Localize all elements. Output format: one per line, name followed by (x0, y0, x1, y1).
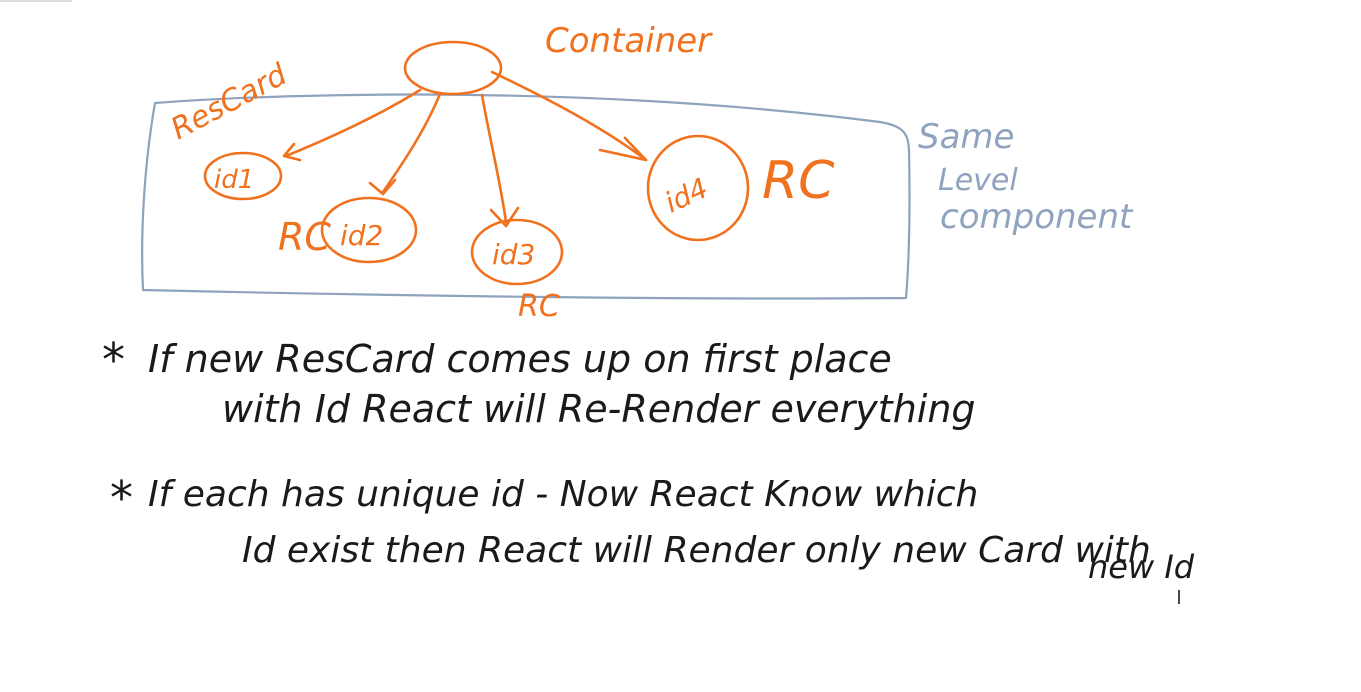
node-id1-circle (203, 151, 283, 201)
edge-container-id1 (282, 88, 422, 162)
node-id2-circle (320, 196, 418, 264)
node-id3-tag: RC (518, 289, 560, 324)
container-label: Container (545, 21, 713, 61)
note-1-line-2: with Id React will Re-Render everything (222, 387, 976, 431)
container-node (403, 40, 503, 96)
note-2-bullet: * (110, 471, 133, 525)
edge-container-id4 (490, 70, 648, 162)
note-1: * If new ResCard comes up on first place… (102, 333, 976, 431)
note-2-line-3: new Id (1088, 548, 1195, 586)
same-level-label-line2: Level (938, 163, 1018, 198)
node-id4-circle (646, 134, 750, 242)
note-1-bullet: * (102, 333, 125, 387)
node-id4-tag: RC (762, 151, 835, 211)
same-level-label-line3: component (940, 197, 1134, 237)
node-id2-label: id2 (340, 219, 383, 252)
edge-container-id2 (368, 92, 442, 196)
node-id3-circle (470, 218, 564, 286)
same-level-group-box (141, 93, 911, 300)
note-2-line-2: Id exist then React will Render only new… (242, 530, 1151, 571)
node-id1-label: id1 (214, 165, 254, 195)
note-2-line-1: If each has unique id - Now React Know w… (148, 474, 978, 515)
note-2: * If each has unique id - Now React Know… (110, 471, 1195, 586)
node-id2-tag: RC (278, 215, 331, 259)
edge-container-id3 (480, 93, 520, 228)
same-level-label-line1: Same (918, 117, 1014, 157)
node-id3-label: id3 (492, 238, 535, 271)
node-id4-label: id4 (660, 171, 713, 219)
note-1-line-1: If new ResCard comes up on first place (148, 337, 892, 381)
